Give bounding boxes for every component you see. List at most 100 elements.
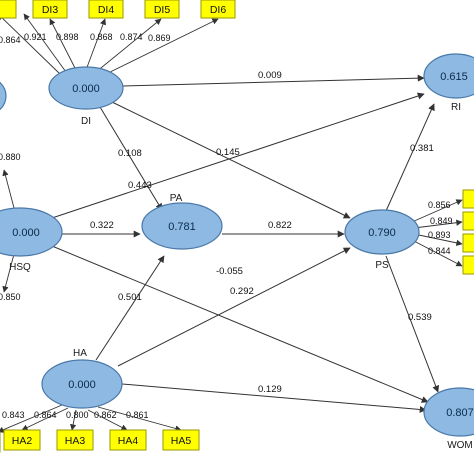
coef-pa-ps: 0.822 xyxy=(268,220,292,231)
indicator-box-ha4 xyxy=(109,429,147,451)
construct-value-pa: 0.781 xyxy=(168,221,196,233)
path-coefficients: 0.009 0.108 0.145 0.443 0.322 0.822 -0.0… xyxy=(90,70,434,395)
path-di-ri xyxy=(122,74,425,87)
loading-di-3: 0.898 xyxy=(56,32,79,42)
coef-di-ps: 0.145 xyxy=(216,147,240,158)
coef-hsq-ri: 0.443 xyxy=(128,180,152,191)
loading-di-6: 0.869 xyxy=(148,33,171,43)
construct-name-wom: WOM xyxy=(447,440,473,451)
indicator-box-ps-2 xyxy=(462,211,474,231)
di-arrow-di5 xyxy=(95,18,162,73)
construct-ha xyxy=(41,359,123,409)
indicator-box-ha5 xyxy=(162,429,200,451)
loading-di-2: 0.921 xyxy=(24,32,47,42)
indicator-box-ps-4 xyxy=(462,255,474,275)
loading-di-4: 0.868 xyxy=(90,32,113,42)
path-hsq-wom xyxy=(51,245,429,403)
indicator-label-ha5: HA5 xyxy=(171,435,192,447)
construct-value-ps: 0.790 xyxy=(368,227,396,239)
loading-di-1: 0.864 xyxy=(0,35,21,45)
coef-ha-ps: -0.055 xyxy=(216,266,243,277)
structural-paths xyxy=(51,74,440,413)
path-di-ps xyxy=(111,101,351,219)
loading-ha-5: 0.861 xyxy=(126,410,149,420)
indicator-labels: DI3 DI4 DI5 DI6 HA2 HA3 HA4 HA5 xyxy=(12,4,227,447)
indicator-label-di3: DI3 xyxy=(42,4,59,16)
indicator-box-di6 xyxy=(200,0,236,19)
loading-ha-2: 0.864 xyxy=(34,410,57,420)
ha-arrow-1 xyxy=(0,404,63,433)
construct-values: 0.000 0.000 0.781 0.790 0.000 0.615 0.80… xyxy=(12,71,474,419)
path-ps-wom xyxy=(385,255,440,393)
loading-di-5: 0.874 xyxy=(120,32,143,42)
ps-arrow-3 xyxy=(413,233,463,246)
indicator-label-ha3: HA3 xyxy=(65,435,86,447)
indicator-box-di3 xyxy=(32,0,68,19)
construct-name-hsq: HSQ xyxy=(9,262,31,273)
construct-ri xyxy=(423,53,474,99)
indicator-box-partial-top xyxy=(0,0,17,19)
loading-ps-3: 0.893 xyxy=(428,230,451,240)
indicator-box-ha2 xyxy=(3,429,41,451)
construct-name-ha: HA xyxy=(73,348,87,359)
hsq-arrow-1 xyxy=(2,169,15,209)
loading-ps-1: 0.856 xyxy=(428,200,451,210)
coef-hsq-pa: 0.322 xyxy=(90,220,114,231)
ps-arrow-4 xyxy=(411,239,463,267)
construct-pa xyxy=(141,202,223,250)
ha-arrow-ha4 xyxy=(87,409,128,431)
ps-arrow-1 xyxy=(411,199,463,223)
indicator-label-di6: DI6 xyxy=(210,4,227,16)
construct-hsq xyxy=(0,207,63,257)
path-ha-wom xyxy=(121,383,427,413)
construct-value-wom: 0.807 xyxy=(446,407,474,419)
construct-value-ri: 0.615 xyxy=(440,71,468,83)
construct-name-ri: RI xyxy=(451,102,461,113)
construct-wom xyxy=(423,387,474,437)
construct-name-di: DI xyxy=(81,116,91,127)
loading-hsq-1: 0.880 xyxy=(0,152,21,162)
constructs xyxy=(0,53,474,437)
path-di-pa xyxy=(99,106,163,211)
ps-arrow-2 xyxy=(413,219,463,229)
indicator-box-ps-1 xyxy=(462,189,474,209)
coef-di-pa: 0.108 xyxy=(118,148,142,159)
indicator-arrows xyxy=(0,13,463,433)
loading-ps-4: 0.844 xyxy=(428,246,451,256)
ha-arrow-ha5 xyxy=(97,406,182,432)
construct-value-hsq: 0.000 xyxy=(12,227,40,239)
construct-name-pa: PA xyxy=(170,193,183,204)
indicator-label-di5: DI5 xyxy=(154,4,171,16)
indicator-boxes xyxy=(0,0,474,453)
indicator-label-ha4: HA4 xyxy=(118,435,139,447)
construct-name-ps: PS xyxy=(375,260,389,271)
loading-labels: 0.864 0.921 0.898 0.868 0.874 0.869 0.88… xyxy=(0,32,453,420)
construct-value-ha: 0.000 xyxy=(68,379,96,391)
construct-di xyxy=(48,66,124,110)
coef-ps-wom: 0.539 xyxy=(408,312,432,323)
path-ha-pa xyxy=(95,255,165,361)
loading-hsq-2: 0.850 xyxy=(0,292,21,302)
di-arrow-di6 xyxy=(103,18,219,76)
coef-hsq-wom: 0.292 xyxy=(230,286,254,297)
indicator-box-ha3 xyxy=(56,429,94,451)
coef-ps-ri: 0.381 xyxy=(410,143,434,154)
di-arrow-di3 xyxy=(49,18,77,71)
construct-ps xyxy=(344,209,420,255)
indicator-box-ps-3 xyxy=(462,233,474,253)
path-hsq-ri xyxy=(51,92,425,219)
ha-arrow-ha3 xyxy=(70,409,77,431)
di-arrow-2 xyxy=(23,13,67,73)
indicator-label-ha2: HA2 xyxy=(12,435,33,447)
path-ps-ri xyxy=(385,103,435,212)
coef-ha-wom: 0.129 xyxy=(258,384,282,395)
indicator-label-di4: DI4 xyxy=(98,4,115,16)
indicator-box-di4 xyxy=(88,0,124,19)
construct-names: DI HSQ PA PS HA RI WOM xyxy=(9,102,473,451)
construct-partial-left xyxy=(0,81,7,111)
path-ha-ps xyxy=(117,247,351,367)
di-arrow-1 xyxy=(0,13,61,75)
indicator-box-di5 xyxy=(144,0,180,19)
